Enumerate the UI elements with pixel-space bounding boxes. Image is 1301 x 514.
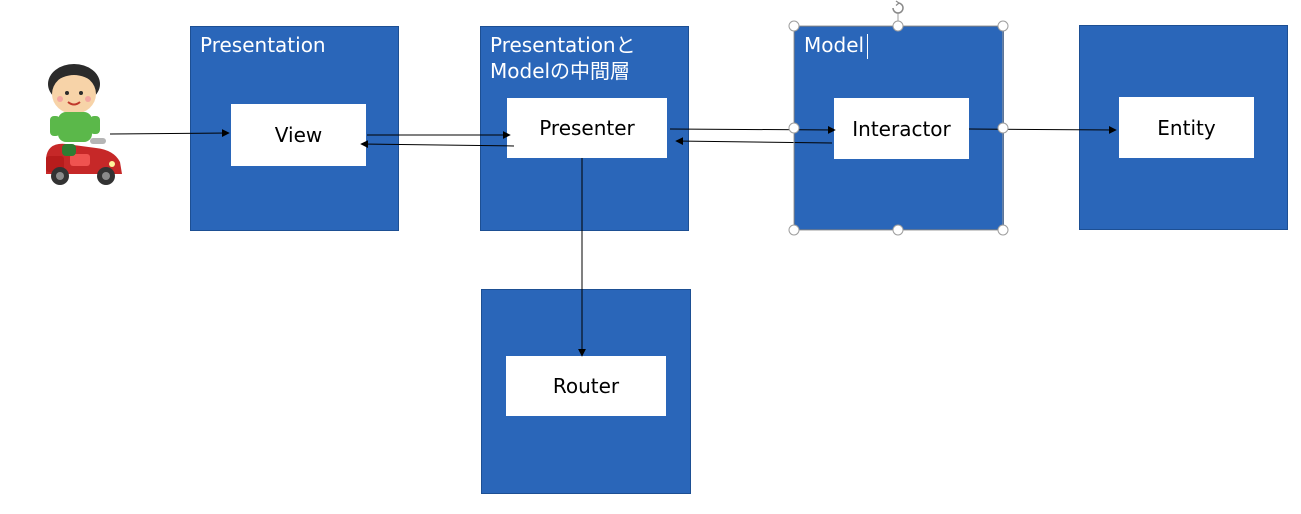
view-component[interactable]: View (231, 104, 366, 166)
resize-handle-bottom-left[interactable] (788, 224, 800, 236)
arrow-interactor-to-presenter (675, 137, 833, 146)
resize-handle-top[interactable] (892, 20, 904, 32)
interactor-component[interactable]: Interactor (834, 98, 969, 159)
resize-handle-bottom[interactable] (892, 224, 904, 236)
rotate-handle-icon[interactable] (892, 0, 904, 14)
resize-handle-bottom-right[interactable] (997, 224, 1009, 236)
entity-component[interactable]: Entity (1119, 97, 1254, 158)
text-cursor (867, 34, 868, 59)
arrow-interactor-to-entity (968, 125, 1117, 134)
resize-handle-top-left[interactable] (788, 20, 800, 32)
router-component[interactable]: Router (506, 356, 666, 416)
child-in-red-toy-car-icon (46, 64, 122, 185)
model-layer-title[interactable]: Model (804, 33, 865, 57)
selection-frame (793, 25, 1004, 231)
resize-handle-top-right[interactable] (997, 20, 1009, 32)
arrow-user-to-view (109, 129, 230, 138)
presentation-layer-title: Presentation (200, 33, 326, 57)
arrow-presenter-to-interactor (669, 125, 836, 134)
resize-handle-left[interactable] (788, 122, 800, 134)
middle-layer-title: Presentationと Modelの中間層 (490, 33, 636, 83)
resize-handle-right[interactable] (997, 122, 1009, 134)
arrow-presenter-to-view (360, 140, 515, 149)
presenter-component[interactable]: Presenter (507, 98, 667, 158)
